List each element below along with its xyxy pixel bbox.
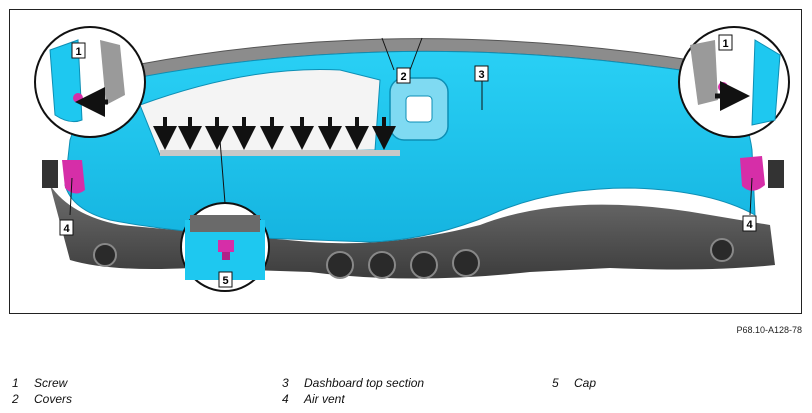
legend-label: Screw <box>34 376 68 390</box>
dashboard-diagram: 1 1 2 3 4 4 5 <box>9 9 802 314</box>
detail-circle-cap <box>180 202 270 292</box>
legend-label: Air vent <box>304 392 345 406</box>
legend-number: 5 <box>552 376 559 390</box>
right-air-vent <box>740 156 765 191</box>
legend-number: 4 <box>282 392 289 406</box>
left-outer-vent <box>93 243 117 267</box>
callout-2: 2 <box>400 71 406 83</box>
legend-number: 1 <box>12 376 19 390</box>
left-air-vent <box>62 160 85 194</box>
legend-number: 3 <box>282 376 289 390</box>
legend-item-covers: 2 Covers <box>12 392 72 406</box>
callout-5: 5 <box>222 275 228 287</box>
callout-1-right: 1 <box>722 38 728 50</box>
legend-item-dashboard-top-section: 3 Dashboard top section <box>282 376 424 390</box>
legend-label: Dashboard top section <box>304 376 425 390</box>
callout-1-left: 1 <box>75 46 81 58</box>
fastener-arrows <box>153 117 396 150</box>
callout-3: 3 <box>478 69 484 81</box>
detail-circle-right-screw <box>678 26 790 138</box>
right-outer-vent <box>710 238 734 262</box>
legend-item-screw: 1 Screw <box>12 376 67 390</box>
legend-label: Cap <box>574 376 597 390</box>
clip-row <box>160 150 400 156</box>
legend: 1 Screw 2 Covers 3 Dashboard top section 4 A… <box>12 376 802 410</box>
callout-4-left: 4 <box>63 223 70 235</box>
detail-circle-left-screw <box>34 26 146 138</box>
legend-label: Covers <box>34 392 73 406</box>
figure-reference: P68.10-A128-78 <box>736 325 802 335</box>
legend-number: 2 <box>12 392 19 406</box>
center-air-vents <box>326 249 480 279</box>
callout-4-right: 4 <box>746 219 753 231</box>
legend-item-air-vent: 4 Air vent <box>282 392 345 406</box>
legend-item-cap: 5 Cap <box>552 376 596 390</box>
